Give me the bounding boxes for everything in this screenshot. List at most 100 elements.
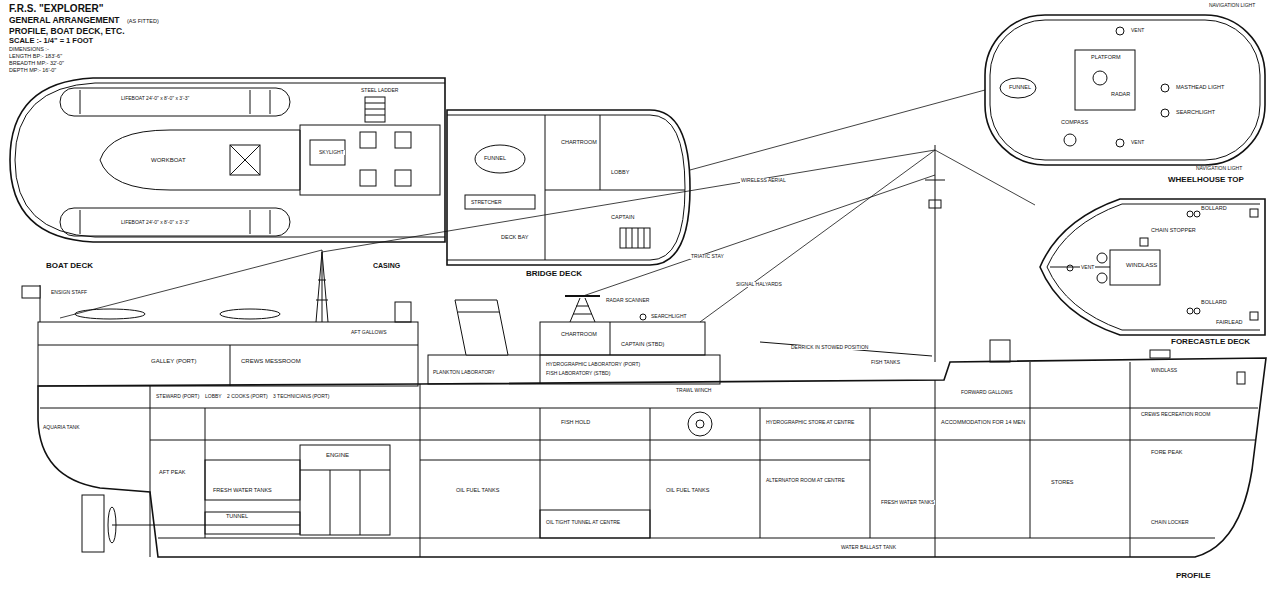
ship-superstructure [760,342,932,356]
part-label: SEARCHLIGHT [1175,110,1216,116]
rigging-line [583,175,935,296]
forecastle-deck-view: FORECASTLE DECK [1035,195,1272,350]
rigging-line [60,250,322,318]
forecastle-plan [1047,204,1260,330]
ship-superstructure [573,314,592,315]
part-label: FISH HOLD [560,420,591,426]
part-label: LIFEBOAT 24'-0" x 8'-0" x 3'-3" [120,220,190,225]
forecastle-plan [1140,238,1148,246]
part-label: WINDLASS [1150,368,1178,373]
hull-structure [82,495,104,552]
ship-superstructure [696,420,704,428]
boat-deck-plan [360,170,376,186]
part-label: STEWARD (PORT) [155,394,200,399]
boat-deck-plan [365,97,385,122]
forecastle-plan [1067,265,1073,271]
part-label: DIMENSIONS :- [8,47,50,53]
wheelhouse-top-plan [990,20,1260,160]
hull-structure [205,512,300,534]
hull-structure [158,538,1215,539]
ship-superstructure [688,412,712,436]
part-label: DECK BAY [500,235,529,241]
part-label: HYDROGRAPHIC STORE AT CENTRE [765,420,855,425]
boat-deck-plan [250,90,251,114]
bridge-deck-view: BRIDGE DECK [445,105,697,285]
part-label: VENT [1130,28,1145,33]
hull-structure [360,470,361,535]
bridge-deck-plan [545,190,685,191]
ship-superstructure [458,312,499,313]
part-label: DERRICK IN STOWED POSITION [790,345,869,350]
part-label: PLANKTON LABORATORY [432,370,496,375]
forecastle-plan [1250,312,1258,320]
bridge-deck-plan [447,115,685,260]
part-label: OIL TIGHT TUNNEL AT CENTRE [545,520,621,525]
part-label: AFT PEAK [158,470,187,476]
hull-structure [150,386,151,557]
rigging-line [690,90,985,170]
part-label: FORE PEAK [1150,450,1183,456]
part-label: (AS FITTED) [126,19,160,25]
ship-superstructure [640,314,646,320]
part-label: TRIATIC STAY [690,254,725,259]
wheelhouse-top-plan [1000,78,1036,98]
hull-structure [150,440,1255,441]
wheelhouse-top-plan [1116,27,1124,35]
ship-superstructure [990,340,1010,362]
boat-deck-plan [60,208,290,236]
ship-superstructure [1150,350,1170,358]
boat-deck-plan [365,103,385,104]
bridge-deck-plan [632,228,633,248]
ship-superstructure [428,355,720,384]
ship-superstructure [935,145,936,362]
ship-superstructure [570,298,580,322]
bridge-deck-plan [638,228,639,248]
hull-structure [420,384,421,557]
ship-superstructure [576,306,589,307]
ship-superstructure [38,345,418,346]
boat-deck-plan [250,210,251,234]
forecastle-plan [1194,211,1200,217]
outline-svg [8,72,448,277]
part-label: 3 TECHNICIANS (PORT) [272,394,331,399]
part-label: AFT GALLOWS [350,330,387,335]
view-heading: WHEELHOUSE TOP [1167,176,1245,184]
wheelhouse-top-plan [1064,134,1076,146]
rigging-line [60,90,1035,322]
view-heading: PROFILE [1175,572,1212,580]
part-label: SIGNAL HALYARDS [735,282,783,287]
part-label: STRETCHER [470,200,503,205]
boat-deck-plan [270,90,271,114]
boat-deck-plan [80,90,81,114]
ship-superstructure [316,300,328,301]
part-label: TRAWL WINCH [675,388,712,393]
bridge-deck-plan [545,115,546,260]
boat-deck-plan [80,210,81,234]
part-label: CREWS MESSROOM [240,358,302,364]
part-label: LIFEBOAT 24'-0" x 8'-0" x 3'-3" [120,96,190,101]
hull-structure [300,445,390,535]
part-label: DEPTH MP:- 16'-0" [8,68,57,74]
part-label: SKYLIGHT [318,150,345,155]
ship-superstructure [929,200,941,208]
boat-deck-plan [395,132,411,148]
ship-superstructure [395,302,411,322]
part-label: TUNNEL [225,514,249,520]
deck-outline [985,15,1265,165]
part-label: SCALE :- 1/4" = 1 FOOT [8,37,94,45]
part-label: BOLLARD [1200,206,1228,212]
deck-outline [10,78,445,242]
rigging-line [935,150,1035,205]
outline-svg [1035,195,1272,350]
boat-deck-view: BOAT DECK [8,72,448,277]
hull-structure [330,470,331,535]
outline-svg [445,105,697,285]
bridge-deck-plan [447,115,685,260]
forecastle-plan [1097,253,1107,263]
bridge-deck-plan [475,145,525,173]
boat-deck-plan [100,130,300,190]
part-label: CHARTROOM [560,332,598,338]
boat-deck-plan [230,145,260,175]
part-label: FAIRLEAD [1215,320,1244,326]
